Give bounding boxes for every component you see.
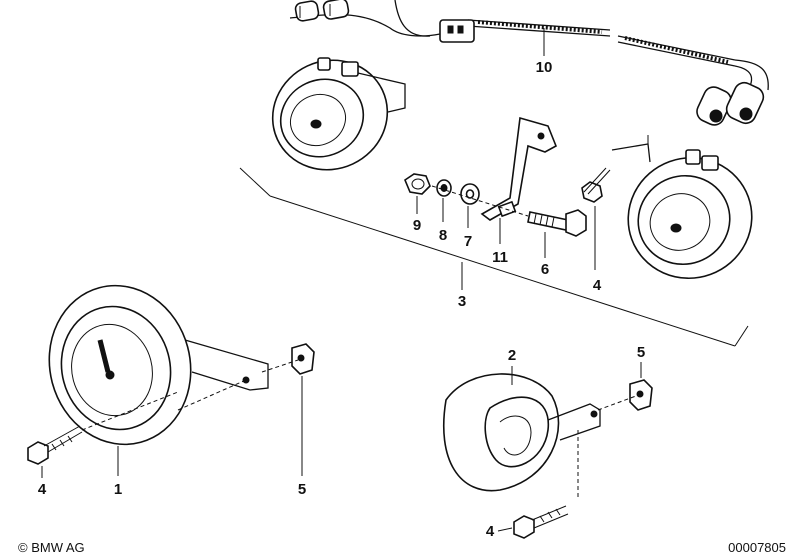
callout-5-lower: 5 [298, 481, 306, 498]
callout-9: 9 [413, 217, 421, 234]
group-3-frame [239, 167, 749, 347]
horn-upper-left [271, 57, 406, 171]
harness-plugs-right [696, 81, 765, 126]
callout-4-lower-left: 4 [38, 481, 47, 498]
lock-washer [436, 179, 452, 197]
callout-1: 1 [114, 481, 122, 498]
harness-connector-block [439, 19, 475, 43]
hex-bolt [527, 209, 587, 237]
callout-2: 2 [508, 347, 516, 364]
callout-8: 8 [439, 227, 447, 244]
screw-lower-left: 4 [27, 391, 179, 498]
horn-upper-right [611, 135, 753, 280]
callout-4-lower-right: 4 [486, 523, 495, 540]
clip-nut-left: 5 [261, 343, 315, 498]
screw-lower-right: 4 [486, 430, 579, 540]
drawing-number: 00007805 [728, 540, 786, 555]
harness-plugs-left [294, 0, 350, 22]
callout-6: 6 [541, 261, 549, 278]
nut [404, 173, 431, 195]
horn-bracket: 11 [480, 116, 558, 266]
clip-nut-right: 5 [597, 344, 653, 411]
callout-3: 3 [458, 293, 466, 310]
horn-single-large: 1 [48, 284, 269, 498]
callout-4-upper: 4 [593, 277, 602, 294]
screw-upper: 4 [581, 167, 611, 294]
wiring-harness: 10 [289, 0, 769, 126]
callout-10: 10 [536, 59, 553, 76]
flat-washer [460, 183, 480, 205]
horn-snail: 2 [442, 347, 601, 492]
callout-11: 11 [492, 249, 508, 266]
callout-5-upper: 5 [637, 344, 645, 361]
hardware-row: 9 8 7 6 [404, 173, 587, 278]
copyright-text: © BMW AG [18, 540, 85, 555]
callout-7: 7 [464, 233, 472, 250]
